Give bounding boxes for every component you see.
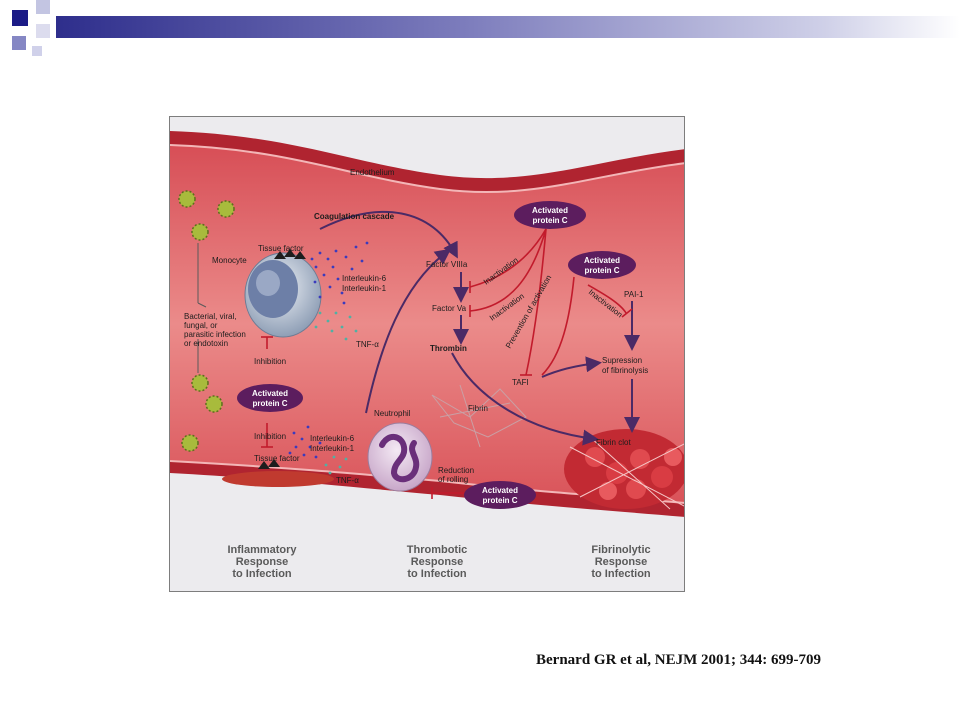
neutrophil-cell bbox=[367, 422, 433, 492]
svg-text:Activated: Activated bbox=[482, 486, 518, 495]
interleukin1-bottom-label: Interleukin-1 bbox=[310, 444, 355, 453]
tnf-top-label: TNF-α bbox=[356, 340, 379, 349]
infection-label-line3: parasitic infection bbox=[184, 330, 246, 339]
thrombin-label: Thrombin bbox=[430, 344, 467, 353]
reduction-label-line2: of rolling bbox=[438, 475, 468, 484]
svg-text:to Infection: to Infection bbox=[232, 568, 292, 580]
svg-text:Fibrinolytic: Fibrinolytic bbox=[591, 544, 650, 556]
svg-text:Activated: Activated bbox=[532, 206, 568, 215]
header-square-navy bbox=[12, 10, 28, 26]
svg-text:Activated: Activated bbox=[584, 256, 620, 265]
fibrin-clot-mass bbox=[564, 429, 684, 510]
cytokine-dots-top bbox=[310, 241, 369, 305]
fibrin-mesh bbox=[431, 384, 527, 448]
apc-pill-top-right: Activated protein C bbox=[514, 201, 586, 229]
supression-label-line2: of fibrinolysis bbox=[602, 366, 648, 375]
svg-text:Response: Response bbox=[411, 556, 464, 568]
header-gradient-bar bbox=[56, 16, 960, 38]
caption-thrombotic: Thrombotic Response to Infection bbox=[407, 544, 468, 580]
svg-text:to Infection: to Infection bbox=[407, 568, 467, 580]
svg-text:Response: Response bbox=[236, 556, 289, 568]
tnf-dots-bottom bbox=[324, 455, 348, 475]
coagulation-arrow bbox=[319, 210, 458, 259]
infection-bracket bbox=[197, 243, 207, 373]
header-square-purple bbox=[12, 36, 26, 50]
pai1-label: PAI-1 bbox=[624, 290, 644, 299]
tissue-factor-receptors-bottom bbox=[258, 459, 280, 469]
factor-viiia-label: Factor VIIIa bbox=[426, 260, 468, 269]
interleukin1-top-label: Interleukin-1 bbox=[342, 284, 387, 293]
caption-inflammatory: Inflammatory Response to Infection bbox=[227, 544, 297, 580]
coagulation-cascade-label: Coagulation cascade bbox=[314, 212, 395, 221]
svg-text:Response: Response bbox=[595, 556, 648, 568]
svg-text:protein C: protein C bbox=[252, 399, 287, 408]
tnf-dots-top bbox=[314, 311, 358, 341]
interleukin6-top-label: Interleukin-6 bbox=[342, 274, 387, 283]
svg-text:protein C: protein C bbox=[532, 216, 567, 225]
interleukin6-bottom-label: Interleukin-6 bbox=[310, 434, 355, 443]
svg-text:Inflammatory: Inflammatory bbox=[227, 544, 297, 556]
header-square-lavender bbox=[36, 0, 50, 14]
endothelium-label: Endothelium bbox=[350, 168, 395, 177]
apc-pill-middle-right: Activated protein C bbox=[568, 251, 636, 279]
protein-c-pathway-figure: Activated protein C Activated protein C … bbox=[169, 116, 685, 592]
thrombin-to-fibrin-clot-arrow bbox=[451, 352, 599, 446]
svg-text:Activated: Activated bbox=[252, 389, 288, 398]
pathway-diagram: Activated protein C Activated protein C … bbox=[170, 131, 684, 591]
tissue-factor-receptors-top bbox=[274, 249, 306, 259]
svg-text:protein C: protein C bbox=[482, 496, 517, 505]
endothelium-top bbox=[170, 144, 684, 194]
neutrophil-label: Neutrophil bbox=[374, 409, 411, 418]
header-square-light bbox=[36, 24, 50, 38]
apc-pill-left: Activated protein C bbox=[237, 384, 303, 412]
tnf-bottom-label: TNF-α bbox=[336, 476, 359, 485]
fibrin-label: Fibrin bbox=[468, 404, 488, 413]
tissue-factor-top-label: Tissue factor bbox=[258, 244, 304, 253]
tissue-factor-bottom-label: Tissue factor bbox=[254, 454, 300, 463]
citation-text: Bernard GR et al, NEJM 2001; 344: 699-70… bbox=[536, 652, 821, 668]
svg-text:protein C: protein C bbox=[584, 266, 619, 275]
cytokine-dots-bottom bbox=[288, 425, 322, 459]
endothelial-cell-bottom bbox=[222, 471, 334, 487]
inhibition-top-label: Inhibition bbox=[254, 357, 286, 366]
infection-label-line4: or endotoxin bbox=[184, 339, 228, 348]
infection-label-line1: Bacterial, viral, bbox=[184, 312, 236, 321]
tafi-to-supression-arrow bbox=[541, 356, 602, 378]
svg-text:Thrombotic: Thrombotic bbox=[407, 544, 468, 556]
neutrophil-to-coagulation-arrow bbox=[365, 248, 452, 414]
inhibition-bottom-label: Inhibition bbox=[254, 432, 286, 441]
vessel-lumen bbox=[170, 145, 684, 503]
tafi-label: TAFI bbox=[512, 378, 529, 387]
pathogen-particles bbox=[178, 190, 235, 452]
fibrin-clot-label: Fibrin clot bbox=[596, 438, 631, 447]
svg-text:to Infection: to Infection bbox=[591, 568, 651, 580]
monocyte-label: Monocyte bbox=[212, 256, 247, 265]
infection-label-line2: fungal, or bbox=[184, 321, 218, 330]
apc-pill-bottom: Activated protein C bbox=[464, 481, 536, 509]
tissue-region bbox=[170, 521, 684, 591]
header-square-pale bbox=[32, 46, 42, 56]
reduction-label-line1: Reduction bbox=[438, 466, 474, 475]
monocyte-cell bbox=[244, 252, 322, 338]
supression-label-line1: Supression bbox=[602, 356, 642, 365]
factor-va-label: Factor Va bbox=[432, 304, 467, 313]
caption-fibrinolytic: Fibrinolytic Response to Infection bbox=[591, 544, 651, 580]
